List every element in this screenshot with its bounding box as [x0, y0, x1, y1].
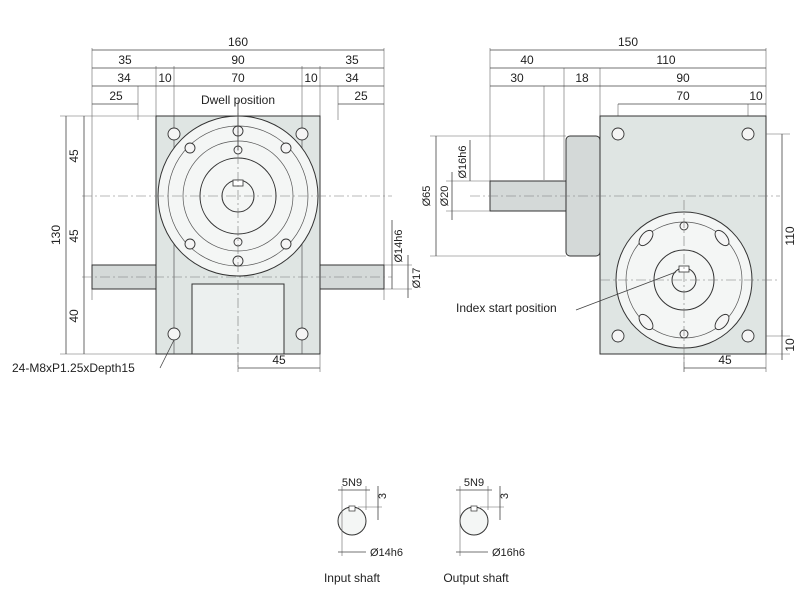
output-dia-label: Ø16h6	[492, 547, 525, 559]
dim-right-10: 10	[304, 71, 318, 85]
dim-left-40: 40	[520, 53, 534, 67]
dim-right-35: 35	[345, 53, 359, 67]
dim-bottom-45: 45	[272, 353, 286, 367]
dim-right-10: 10	[749, 89, 763, 103]
input-shaft-caption: Input shaft	[324, 571, 381, 585]
tap-hole-label: 24-M8xP1.25xDepth15	[12, 361, 135, 375]
dim-mid-18: 18	[575, 71, 589, 85]
side-view: 150 40 110 30 18 90 70 10 Ø16h6 Ø65 Ø20 …	[421, 35, 797, 372]
input-dia-label: Ø14h6	[370, 547, 403, 559]
input-depth-label: 3	[377, 493, 389, 499]
dim-center-70: 70	[231, 71, 245, 85]
tapped-hole	[167, 327, 181, 341]
dim-left-25: 25	[109, 89, 123, 103]
dim-160: 160	[228, 35, 248, 49]
dim-130: 130	[49, 225, 63, 245]
dim-left-10: 10	[158, 71, 172, 85]
dim-shaft-17: Ø17	[411, 268, 423, 289]
dim-right-70: 70	[676, 89, 690, 103]
input-shaft-detail: 5N9 3 Ø14h6 Input shaft	[324, 477, 403, 585]
dim-bottom-10: 10	[783, 338, 797, 352]
input-key-label: 5N9	[342, 477, 362, 489]
output-key-label: 5N9	[464, 477, 484, 489]
front-view: 160 35 90 35 34 10 70 10 34 25 25 Dwell …	[12, 35, 423, 375]
output-depth-label: 3	[499, 493, 511, 499]
dim-lower-40: 40	[67, 309, 81, 323]
dim-right-25: 25	[354, 89, 368, 103]
dim-bottom-45: 45	[718, 353, 732, 367]
dim-left-30: 30	[510, 71, 524, 85]
tapped-hole	[295, 127, 309, 141]
dim-right-34: 34	[345, 71, 359, 85]
dim-dia-20: Ø20	[439, 186, 451, 207]
dim-center-90: 90	[231, 53, 245, 67]
tapped-hole	[167, 127, 181, 141]
dim-left-35: 35	[118, 53, 132, 67]
dim-mid-45: 45	[67, 229, 81, 243]
dim-150: 150	[618, 35, 638, 49]
output-shaft-caption: Output shaft	[443, 571, 509, 585]
output-shaft-detail: 5N9 3 Ø16h6 Output shaft	[443, 477, 525, 585]
dim-shaft-dia-14: Ø14h6	[393, 229, 405, 262]
dim-upper-45: 45	[67, 149, 81, 163]
dim-left-34: 34	[117, 71, 131, 85]
dim-height-110: 110	[783, 226, 797, 245]
dim-right-110: 110	[656, 53, 675, 67]
dim-right-90: 90	[676, 71, 690, 85]
index-start-label: Index start position	[456, 301, 557, 315]
dim-dia-65: Ø65	[421, 186, 433, 207]
dim-dia-16: Ø16h6	[457, 145, 469, 178]
tapped-hole	[295, 327, 309, 341]
dwell-position-label: Dwell position	[201, 93, 275, 107]
